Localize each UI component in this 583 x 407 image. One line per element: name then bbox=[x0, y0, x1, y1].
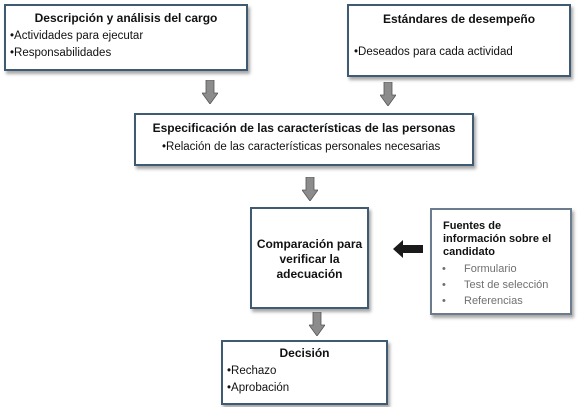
list-item: • Test de selección bbox=[442, 277, 570, 293]
decision-box: Decisión •Rechazo •Aprobación bbox=[221, 340, 388, 405]
performance-standards-item: •Deseados para cada actividad bbox=[354, 46, 513, 58]
list-item: • Formulario bbox=[442, 261, 570, 277]
decision-title: Decisión bbox=[279, 346, 330, 360]
arrow-left-icon bbox=[393, 240, 423, 258]
decision-item: •Rechazo bbox=[227, 365, 277, 377]
job-description-item: •Actividades para ejecutar bbox=[10, 30, 144, 42]
candidate-sources-title-line: Fuentes de bbox=[443, 220, 502, 232]
comparison-title-line: Comparación para bbox=[256, 237, 363, 251]
comparison-title: Comparación para verificar la adecuación bbox=[252, 237, 367, 282]
comparison-title-line: verificar la bbox=[279, 252, 340, 266]
comparison-title-line: adecuación bbox=[276, 267, 343, 281]
list-item-label: Test de selección bbox=[464, 279, 549, 291]
list-item-label: Referencias bbox=[464, 295, 523, 307]
arrow-down-icon bbox=[309, 312, 325, 336]
bullet-icon: • bbox=[442, 295, 446, 307]
performance-standards-box: Estándares de desempeño •Deseados para c… bbox=[347, 4, 571, 77]
candidate-sources-list: • Formulario • Test de selección • Referenc… bbox=[432, 261, 570, 309]
job-description-list: •Actividades para ejecutar •Responsabili… bbox=[6, 28, 246, 62]
performance-standards-list: •Deseados para cada actividad bbox=[349, 44, 569, 61]
person-specification-box: Especificación de las características de… bbox=[134, 113, 474, 166]
person-specification-item: •Relación de las características persona… bbox=[162, 141, 441, 153]
bullet-icon: • bbox=[442, 263, 446, 275]
performance-standards-title: Estándares de desempeño bbox=[382, 12, 536, 26]
job-description-box: Descripción y análisis del cargo •Activi… bbox=[4, 4, 248, 71]
decision-item: •Aprobación bbox=[227, 382, 290, 394]
candidate-sources-box: Fuentes de información sobre el candidat… bbox=[430, 208, 572, 315]
arrow-down-icon bbox=[302, 177, 318, 201]
job-description-item: •Responsabilidades bbox=[10, 47, 112, 59]
candidate-sources-title-line: candidato bbox=[443, 246, 495, 258]
person-specification-list: •Relación de las características persona… bbox=[136, 139, 472, 156]
candidate-sources-title: Fuentes de información sobre el candidat… bbox=[432, 220, 570, 259]
job-description-title: Descripción y análisis del cargo bbox=[34, 11, 218, 25]
list-item: • Referencias bbox=[442, 293, 570, 309]
list-item-label: Formulario bbox=[464, 263, 517, 275]
bullet-icon: • bbox=[442, 279, 446, 291]
arrow-down-icon bbox=[202, 80, 218, 104]
comparison-box: Comparación para verificar la adecuación bbox=[250, 207, 369, 309]
person-specification-title: Especificación de las características de… bbox=[152, 121, 456, 135]
candidate-sources-title-line: información sobre el bbox=[443, 233, 552, 245]
arrow-down-icon bbox=[380, 82, 396, 106]
decision-list: •Rechazo •Aprobación bbox=[223, 363, 386, 397]
